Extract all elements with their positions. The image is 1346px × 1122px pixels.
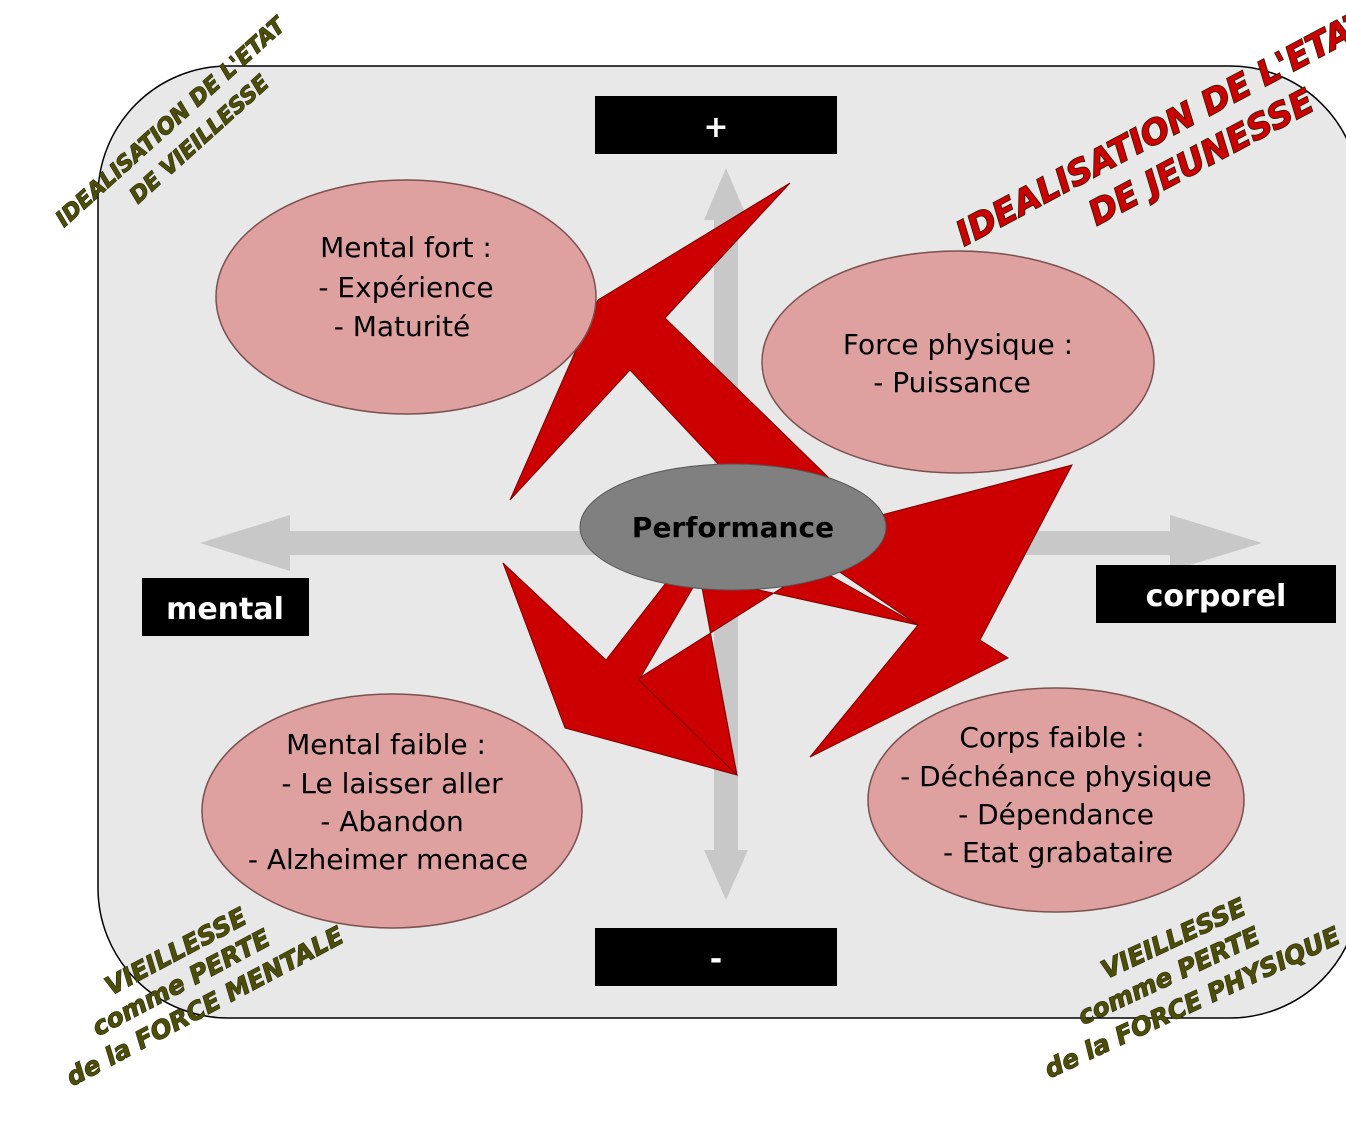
- quadrant-bottom-left-line-4: - Alzheimer menace: [248, 843, 528, 876]
- quadrant-bottom-left-line-3: - Abandon: [320, 805, 464, 838]
- quadrant-top-right-line-1: Force physique :: [843, 328, 1073, 361]
- quadrant-bottom-right-line-4: - Etat grabataire: [943, 836, 1173, 869]
- quadrant-top-left-line-2: - Expérience: [318, 271, 493, 304]
- ellipse-top-left: [215, 179, 597, 415]
- axis-box-top: [595, 96, 837, 154]
- quadrant-top-left-line-1: Mental fort :: [320, 231, 492, 264]
- arrow-bottom-left: [502, 553, 738, 776]
- center-ellipse: [579, 463, 887, 591]
- axis-label-right: corporel: [1146, 579, 1287, 614]
- axis-label-bottom: -: [710, 942, 722, 977]
- axis-box-bottom: [595, 928, 837, 986]
- quadrant-bottom-left-line-1: Mental faible :: [286, 728, 486, 761]
- ellipse-bottom-left: [201, 693, 583, 929]
- axis-label-top: +: [703, 110, 728, 145]
- quadrant-top-right-line-2: - Puissance: [873, 366, 1031, 399]
- quadrant-top-left-line-3: - Maturité: [334, 310, 471, 343]
- center-label: Performance: [632, 511, 834, 544]
- axis-box-right: [1096, 565, 1336, 623]
- quadrant-bottom-right-line-2: - Déchéance physique: [900, 760, 1212, 793]
- axis-label-left: mental: [166, 592, 284, 627]
- axis-box-left: [142, 578, 309, 636]
- quadrant-bottom-left-line-2: - Le laisser aller: [281, 767, 503, 800]
- quadrant-bottom-right-line-3: - Dépendance: [958, 798, 1154, 831]
- quadrant-bottom-right-line-1: Corps faible :: [959, 721, 1144, 754]
- ellipse-top-right: [761, 250, 1155, 474]
- ellipse-bottom-right: [867, 687, 1245, 913]
